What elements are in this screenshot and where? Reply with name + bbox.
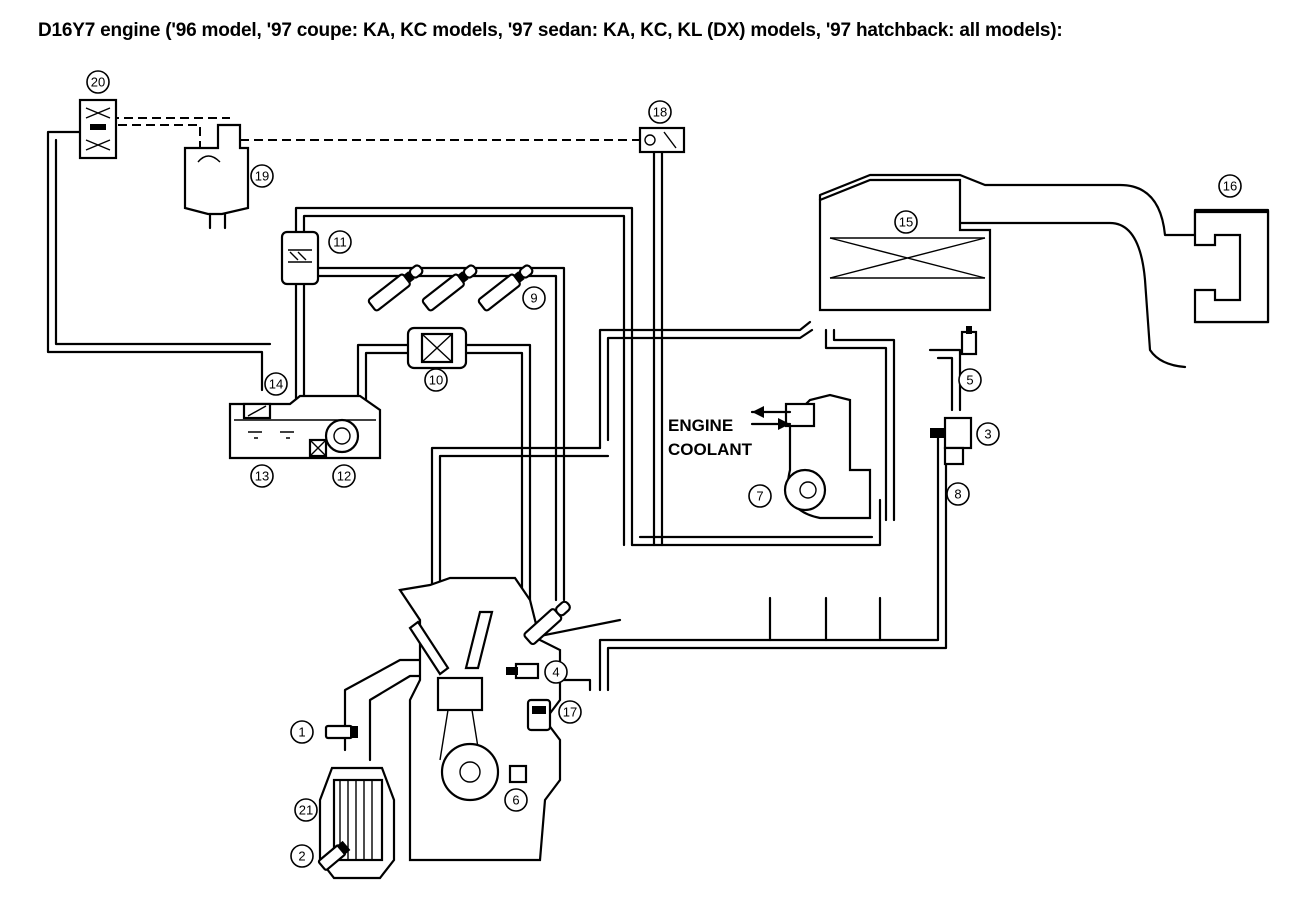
sensor-4 <box>506 662 540 680</box>
fuel-tank-13 <box>228 394 382 460</box>
callout-12: 12 <box>332 464 356 488</box>
callout-20: 20 <box>86 70 110 94</box>
solenoid-18 <box>638 126 686 154</box>
svg-text:19: 19 <box>255 169 269 184</box>
diagram-title: D16Y7 engine ('96 model, '97 coupe: KA, … <box>38 20 1063 41</box>
callout-11: 11 <box>328 230 352 254</box>
vacuum-dashed-lines <box>110 117 640 150</box>
svg-text:6: 6 <box>512 793 519 808</box>
engine-coolant-label: ENGINE COOLANT <box>668 406 792 459</box>
callout-8: 8 <box>946 482 970 506</box>
callout-1: 1 <box>290 720 314 744</box>
callout-13: 13 <box>250 464 274 488</box>
svg-text:15: 15 <box>899 215 913 230</box>
fuel-filter-10 <box>406 326 468 370</box>
svg-text:14: 14 <box>269 377 283 392</box>
svg-text:8: 8 <box>954 487 961 502</box>
sensor-3 <box>930 416 973 466</box>
control-valve-20 <box>78 98 118 160</box>
svg-text:10: 10 <box>429 373 443 388</box>
callout-6: 6 <box>504 788 528 812</box>
sensor-17 <box>526 698 552 732</box>
svg-text:9: 9 <box>530 291 537 306</box>
callout-18: 18 <box>648 100 672 124</box>
air-cleaner-15 <box>818 178 992 312</box>
svg-text:17: 17 <box>563 705 577 720</box>
resonator-16 <box>1193 210 1270 324</box>
svg-text:20: 20 <box>91 75 105 90</box>
line-8 <box>928 348 962 412</box>
svg-text:3: 3 <box>984 427 991 442</box>
svg-text:2: 2 <box>298 849 305 864</box>
callout-16: 16 <box>1218 174 1242 198</box>
svg-text:11: 11 <box>333 235 347 250</box>
coolant-valve-7 <box>783 393 872 520</box>
engine-coolant-label-line2: COOLANT <box>668 440 753 459</box>
svg-text:16: 16 <box>1223 179 1237 194</box>
svg-text:4: 4 <box>552 665 559 680</box>
callout-19: 19 <box>250 164 274 188</box>
callout-14: 14 <box>264 372 288 396</box>
injectors-9 <box>367 264 534 312</box>
callout-7: 7 <box>748 484 772 508</box>
callout-3: 3 <box>976 422 1000 446</box>
svg-text:7: 7 <box>756 489 763 504</box>
callout-17: 17 <box>558 700 582 724</box>
callout-21: 21 <box>294 798 318 822</box>
svg-text:5: 5 <box>966 373 973 388</box>
sensor-5 <box>960 326 978 356</box>
svg-text:12: 12 <box>337 469 351 484</box>
svg-text:13: 13 <box>255 469 269 484</box>
callout-10: 10 <box>424 368 448 392</box>
callout-2: 2 <box>290 844 314 868</box>
callout-5: 5 <box>958 368 982 392</box>
callout-4: 4 <box>544 660 568 684</box>
svg-text:21: 21 <box>299 803 313 818</box>
callout-15: 15 <box>894 210 918 234</box>
hose-network <box>46 130 1270 762</box>
svg-text:1: 1 <box>298 725 305 740</box>
oxygen-sensor-2 <box>317 840 351 871</box>
engine-coolant-label-line1: ENGINE <box>668 416 733 435</box>
oxygen-sensor-1 <box>324 724 358 740</box>
canister-19 <box>183 123 250 230</box>
callout-9: 9 <box>522 286 546 310</box>
svg-text:18: 18 <box>653 105 667 120</box>
pressure-regulator-11 <box>280 230 320 286</box>
